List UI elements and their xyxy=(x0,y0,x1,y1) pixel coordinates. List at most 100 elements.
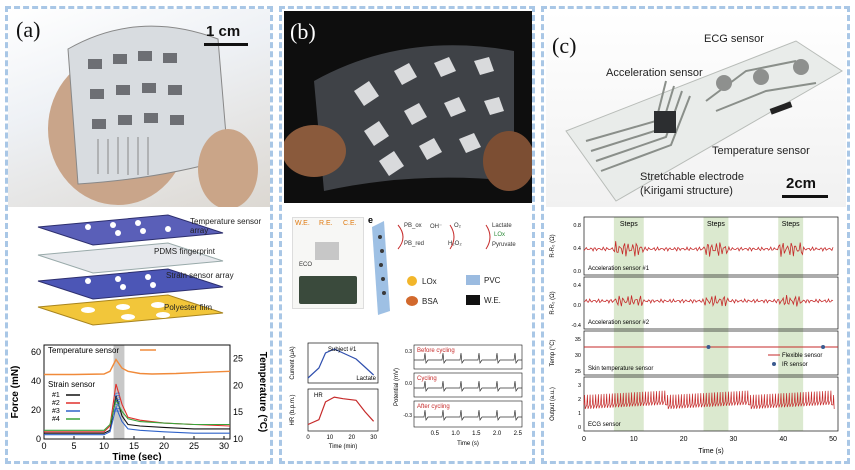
potential-trace-line-2 xyxy=(414,380,522,393)
x-tick-label: 20 xyxy=(680,436,688,443)
subplot-ylabel-4: Output (a.u.) xyxy=(550,387,556,421)
strain-series-line-4 xyxy=(44,398,230,431)
potential-trace-line-1 xyxy=(414,352,522,365)
device-photo: (c) ECG sensor Acceleration sensor Tempe… xyxy=(546,11,846,207)
hr-series-line xyxy=(307,396,375,426)
subplot-ylabel-2: R-R₀ (Ω) xyxy=(550,291,556,314)
potential-y-tick-label: -0.3 xyxy=(403,413,412,419)
term-o2: O₂ xyxy=(454,223,461,229)
hr-legend: HR xyxy=(314,393,323,399)
re-label: R.E. xyxy=(319,220,333,227)
legend-pvc: PVC xyxy=(484,276,501,285)
potential-frame-3 xyxy=(413,400,523,428)
subplot-4-y-tick-label: 0 xyxy=(578,425,581,431)
x-tick-label: 5 xyxy=(71,441,76,451)
hr-x-label: Time (min) xyxy=(329,444,357,450)
current-legend: Subject #1 xyxy=(328,347,357,353)
scale-bar-label-c: 2cm xyxy=(786,175,817,192)
legend-flexible-label: Flexible sensor xyxy=(782,353,822,359)
current-frame xyxy=(307,342,379,384)
layer-label-polyester: Polyester film xyxy=(164,303,213,312)
scale-bar-c xyxy=(782,195,828,198)
potential-frame-1 xyxy=(413,344,523,370)
subplot-name-3: Skin temperature sensor xyxy=(588,366,653,372)
potential-trace-label-3: After cycling xyxy=(417,404,450,410)
eco-label: ECO xyxy=(299,262,313,268)
we-label: W.E. xyxy=(295,220,310,227)
bsa-legend-icon xyxy=(406,296,418,306)
panel-b-label: (b) xyxy=(290,19,316,44)
potential-x-label: Time (s) xyxy=(457,441,479,447)
reaction-scheme: e PB_ox PB_red OH⁻ O₂ H₂O₂ Lactate LOx P… xyxy=(368,215,532,315)
subplot-name-4: ECG sensor xyxy=(588,422,621,428)
panel-a-label: (a) xyxy=(16,17,41,42)
x-tick-label: 30 xyxy=(730,436,738,443)
y-right-axis-label: Temperature (°C) xyxy=(257,352,268,433)
strain-legend-title: Strain sensor xyxy=(48,380,95,389)
x-tick-label: 20 xyxy=(159,441,169,451)
subplot-3-y-tick-label: 25 xyxy=(575,369,581,375)
subplot-ylabel-3: Temp (°C) xyxy=(550,339,556,366)
potential-trace-line-3 xyxy=(414,409,522,422)
x-tick-label: 40 xyxy=(779,436,787,443)
term-pbox: PB_ox xyxy=(404,223,422,229)
accel1-trace xyxy=(583,241,834,257)
legend-ir-label: IR sensor xyxy=(782,362,808,368)
scale-bar-label: 1 cm xyxy=(206,23,241,40)
strain-legend-label-2: #2 xyxy=(52,400,60,407)
accel2-trace xyxy=(583,294,834,308)
scheme-label: e xyxy=(368,215,374,225)
subplot-frame-3 xyxy=(583,330,839,376)
ir-point-1 xyxy=(706,345,711,349)
circuit-board xyxy=(299,276,357,304)
hr-y-label: HR (b.p.m.) xyxy=(290,394,296,425)
x-tick-label: 50 xyxy=(829,436,837,443)
hr-x-tick-label: 10 xyxy=(327,435,334,441)
steps-band-2 xyxy=(703,217,729,431)
flexible-sensor-photo: (a) 1 cm xyxy=(8,9,270,207)
potential-y-tick-label: 0.0 xyxy=(405,381,412,387)
subplot-1-y-tick-label: 0.4 xyxy=(573,246,581,252)
term-pyruvate: Pyruvate xyxy=(492,242,516,248)
x-tick-label: 30 xyxy=(219,441,229,451)
potential-frame-2 xyxy=(413,372,523,398)
touch-band xyxy=(113,345,125,439)
subplot-1-y-tick-label: 0.0 xyxy=(573,269,581,275)
hr-frame xyxy=(307,388,379,432)
kirigami-label: (Kirigami structure) xyxy=(640,185,733,197)
subplot-name-1: Acceleration sensor #1 xyxy=(588,266,650,272)
y-right-tick-label: 15 xyxy=(233,407,243,417)
ecg-trace xyxy=(583,390,835,410)
potential-y-tick-label: 0.3 xyxy=(405,349,412,355)
strain-series-line-1 xyxy=(44,395,230,434)
legend-we: W.E. xyxy=(484,296,501,305)
layer-label-temperature: Temperature sensor array xyxy=(190,217,262,235)
layer-label-strain: Strain sensor array xyxy=(166,271,234,280)
scale-bar xyxy=(204,43,248,46)
steps-label-3: Steps xyxy=(782,221,800,228)
acceleration-sensor-label: Acceleration sensor xyxy=(606,67,703,79)
pvc-legend-icon xyxy=(466,275,480,285)
ir-point-2 xyxy=(821,345,826,349)
patch-photo: (b) xyxy=(284,11,532,203)
legend-lox: LOx xyxy=(422,277,437,286)
panel-c-label: (c) xyxy=(552,33,577,58)
y-left-tick-label: 60 xyxy=(31,347,41,357)
touch-annotation: Touch xyxy=(113,392,122,413)
subplot-2-y-tick-label: 0.4 xyxy=(573,283,581,289)
steps-band-3 xyxy=(778,217,804,431)
device-illustration xyxy=(565,40,843,202)
x-axis-label: Time (sec) xyxy=(112,452,161,463)
potential-trace-label-2: Cycling xyxy=(417,376,437,382)
x-tick-label: 10 xyxy=(99,441,109,451)
panel-c: (c) ECG sensor Acceleration sensor Tempe… xyxy=(541,6,850,464)
panel-a: (a) 1 cm Temperature sensor array PDMS f… xyxy=(5,6,273,464)
strain-series-line-3 xyxy=(44,405,230,436)
we-legend-icon xyxy=(466,295,480,305)
patch-illustration xyxy=(284,45,532,192)
steps-label-1: Steps xyxy=(620,221,638,228)
y-left-tick-label: 40 xyxy=(31,376,41,386)
temperature-sensor-label: Temperature sensor xyxy=(712,145,810,157)
